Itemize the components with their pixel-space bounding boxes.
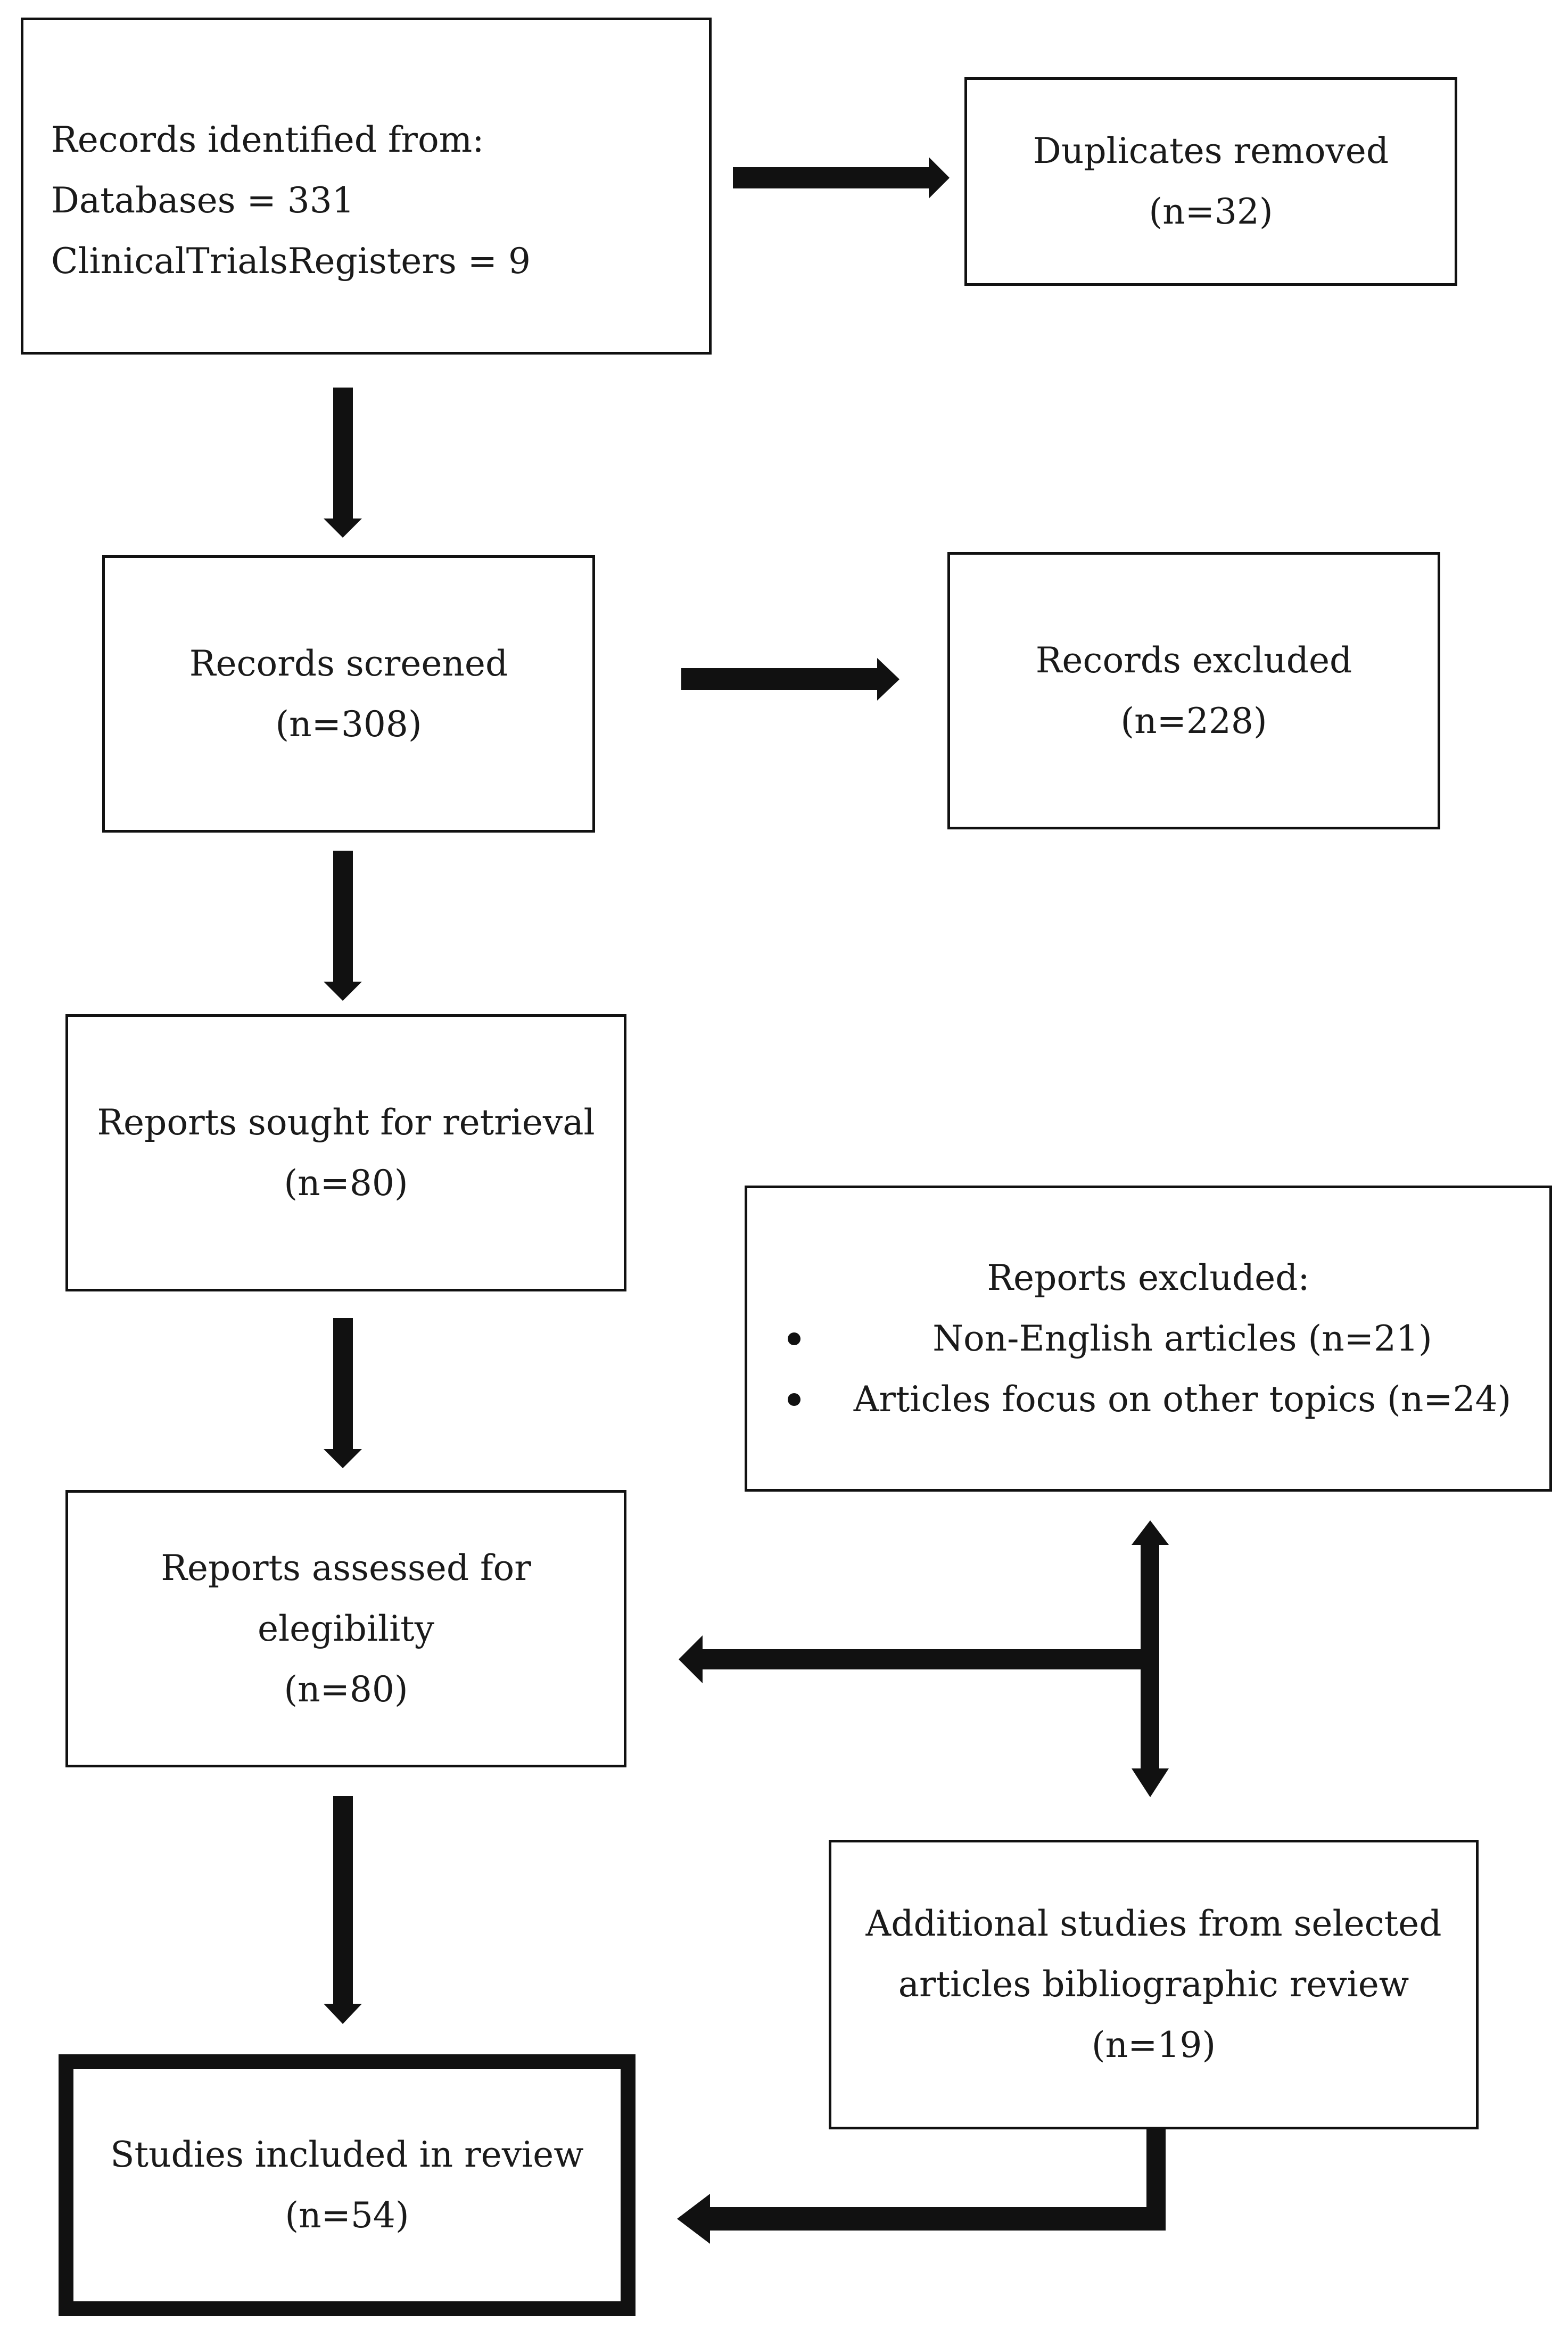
source-clinical-trials: ClinicalTrialsRegisters = 9 (0, 231, 531, 292)
duplicates-count: (n=32) (1149, 191, 1273, 232)
arrow-down-2 (324, 851, 362, 1001)
arrow-bidirectional (1132, 1520, 1169, 1797)
assessed-label-line1: Reports assessed for (161, 1547, 531, 1589)
additional-studies-box: Additional studies from selected article… (829, 1840, 1479, 2129)
arrow-to-duplicates (733, 157, 950, 199)
retrieval-count: (n=80) (284, 1162, 408, 1204)
assessed-label-line2: elegibility (258, 1608, 434, 1649)
records-excluded-box: Records excluded (n=228) (947, 552, 1440, 829)
additional-label-line2: articles bibliographic review (898, 1964, 1409, 2005)
reports-assessed-box: Reports assessed for elegibility (n=80) (65, 1490, 626, 1767)
records-identified-heading: Records identified from: (51, 119, 484, 160)
screened-label: Records screened (189, 643, 508, 684)
records-identified-box: Records identified from: Databases = 331… (21, 18, 712, 355)
duplicates-removed-box: Duplicates removed (n=32) (964, 77, 1457, 286)
excluded-label: Records excluded (1035, 639, 1352, 681)
arrow-to-included (677, 2128, 1166, 2244)
arrow-down-3 (324, 1318, 362, 1468)
reason-other-topics: Articles focus on other topics (n=24) (786, 1369, 1511, 1430)
arrow-down-1 (324, 388, 362, 538)
assessed-count: (n=80) (284, 1668, 408, 1710)
arrow-to-excluded (681, 658, 899, 701)
reports-excluded-heading: Reports excluded: (987, 1257, 1310, 1298)
records-screened-box: Records screened (n=308) (102, 555, 595, 833)
reports-excluded-box: Reports excluded: Non-English articles (… (745, 1186, 1552, 1492)
excluded-count: (n=228) (1120, 700, 1267, 742)
additional-count: (n=19) (1091, 2024, 1216, 2065)
source-list: Databases = 331 ClinicalTrialsRegisters … (0, 170, 531, 292)
duplicates-label: Duplicates removed (1033, 130, 1389, 171)
additional-label-line1: Additional studies from selected (865, 1903, 1442, 1944)
exclusion-reasons: Non-English articles (n=21) Articles foc… (786, 1308, 1512, 1430)
reason-non-english: Non-English articles (n=21) (786, 1308, 1512, 1369)
screened-count: (n=308) (275, 703, 422, 745)
included-count: (n=54) (285, 2195, 409, 2236)
included-label: Studies included in review (110, 2134, 584, 2175)
arrow-down-4 (324, 1796, 362, 2024)
studies-included-box: Studies included in review (n=54) (59, 2054, 636, 2316)
reports-retrieval-box: Reports sought for retrieval (n=80) (65, 1014, 626, 1291)
arrow-to-assessed (679, 1635, 1150, 1683)
retrieval-label: Reports sought for retrieval (97, 1101, 595, 1143)
source-databases: Databases = 331 (0, 170, 531, 231)
